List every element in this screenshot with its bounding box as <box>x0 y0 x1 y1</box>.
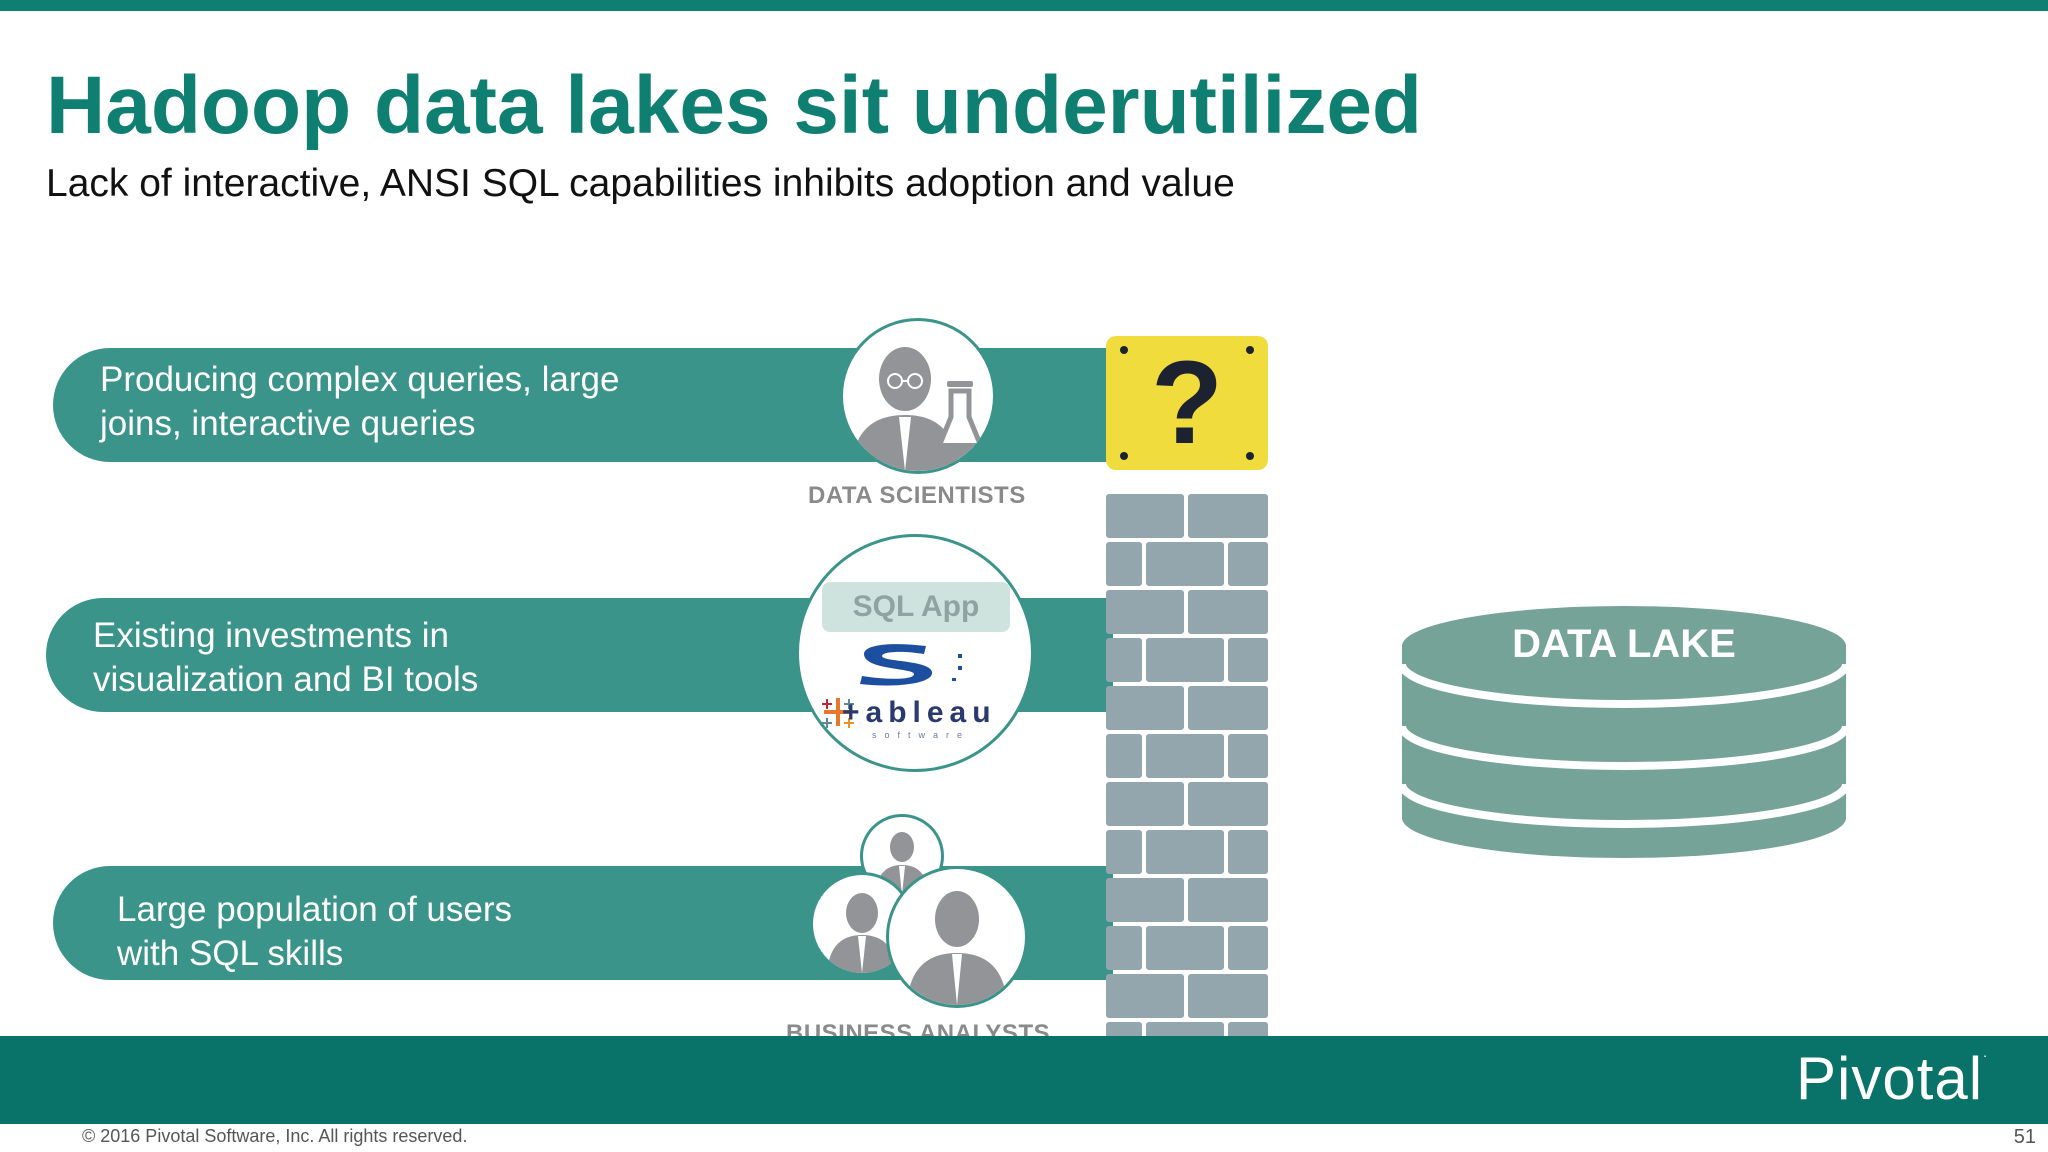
data-lake-label: DATA LAKE <box>1512 622 1736 666</box>
sql-app-badge: SQL App <box>822 582 1010 632</box>
question-box: ? <box>1106 336 1268 470</box>
pill-line-1: Existing investments in <box>93 616 449 655</box>
data-lake-icon <box>1402 606 1846 858</box>
brick <box>1146 926 1224 970</box>
brick <box>1228 638 1268 682</box>
pivotal-logo-text: Pivotal <box>1796 1045 1984 1112</box>
rivet <box>1246 452 1254 460</box>
page-number: 51 <box>2013 1126 2036 1148</box>
brick <box>1106 926 1142 970</box>
brick <box>1146 542 1224 586</box>
brick <box>1188 974 1268 1018</box>
brick <box>1228 542 1268 586</box>
tableau-plus-icon <box>822 698 854 728</box>
brick-wall <box>1106 494 1268 1066</box>
pill-line-2: joins, interactive queries <box>100 404 476 443</box>
pill-line-2: with SQL skills <box>117 934 344 973</box>
question-mark-icon: ? <box>1150 337 1224 469</box>
pill-text-bi-tools: Existing investments in visualization an… <box>93 614 478 702</box>
pill-line-2: visualization and BI tools <box>93 660 479 699</box>
brick <box>1188 686 1268 730</box>
bottom-bar <box>0 1036 2048 1124</box>
brick <box>1228 926 1268 970</box>
pill-line-1: Large population of users <box>117 890 512 929</box>
tableau-subtext: software <box>872 730 971 740</box>
brick <box>1106 734 1142 778</box>
brick <box>1146 830 1224 874</box>
bi-tools-circle <box>796 534 1034 772</box>
pill-line-1: Producing complex queries, large <box>100 360 620 399</box>
tableau-logo: +ableau <box>842 696 997 729</box>
brick <box>1106 638 1142 682</box>
business-analysts-icon <box>886 866 1028 1008</box>
data-scientist-icon <box>840 318 996 474</box>
caption-data-scientists: DATA SCIENTISTS <box>808 482 1026 509</box>
brick <box>1106 542 1142 586</box>
pivotal-logo: Pivotal. <box>1796 1044 1988 1112</box>
brick <box>1188 494 1268 538</box>
rivet <box>1120 452 1128 460</box>
slide-subtitle: Lack of interactive, ANSI SQL capabiliti… <box>46 162 1235 205</box>
brick <box>1106 782 1184 826</box>
pill-text-sql-users: Large population of users with SQL skill… <box>117 888 512 976</box>
brick <box>1106 494 1184 538</box>
brick <box>1228 734 1268 778</box>
brick <box>1106 878 1184 922</box>
brick <box>1106 590 1184 634</box>
rivet <box>1246 346 1254 354</box>
brick <box>1188 782 1268 826</box>
rivet <box>1120 346 1128 354</box>
brick <box>1106 974 1184 1018</box>
slide-title: Hadoop data lakes sit underutilized <box>46 60 1423 151</box>
top-accent-bar <box>0 0 2048 11</box>
brick <box>1106 686 1184 730</box>
sap-icon <box>860 644 962 686</box>
brick <box>1188 590 1268 634</box>
brick <box>1146 638 1224 682</box>
copyright-text: © 2016 Pivotal Software, Inc. All rights… <box>82 1126 468 1146</box>
pill-text-data-scientists: Producing complex queries, large joins, … <box>100 358 619 446</box>
brick <box>1228 830 1268 874</box>
brick <box>1106 830 1142 874</box>
brick <box>1146 734 1224 778</box>
brick <box>1188 878 1268 922</box>
